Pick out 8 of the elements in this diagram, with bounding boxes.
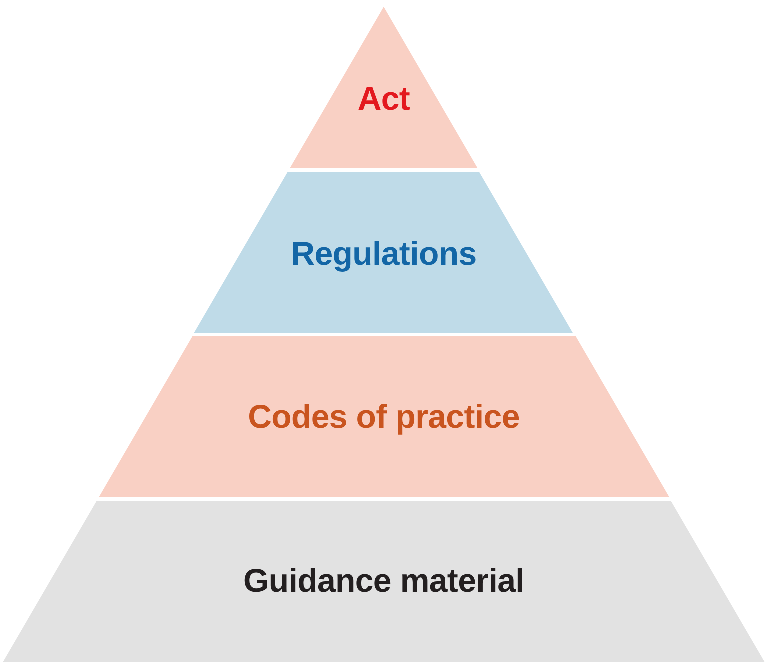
pyramid-tier: [194, 172, 574, 333]
pyramid-tier: [3, 500, 765, 662]
tier-label: Regulations: [291, 236, 477, 272]
pyramid-tier: [290, 7, 478, 168]
pyramid-tier: [98, 336, 670, 498]
tier-label: Guidance material: [244, 563, 524, 600]
tier-label: Codes of practice: [248, 398, 520, 435]
tier-label: Act: [358, 80, 410, 118]
